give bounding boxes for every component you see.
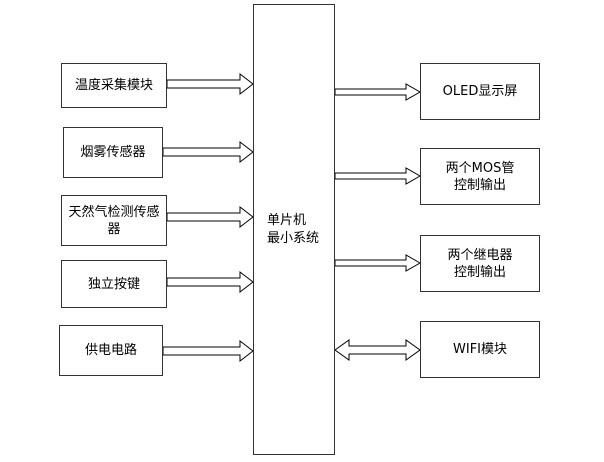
mos-output-label: 两个MOS管 控制输出 <box>445 160 515 193</box>
smoke-sensor-box: 烟雾传感器 <box>63 127 163 178</box>
power-circuit-label: 供电电路 <box>84 343 137 358</box>
arrow-smoke-to-mcu <box>162 140 254 164</box>
arrow-mcu-to-oled <box>334 83 422 101</box>
mcu-label: 单片机 最小系统 <box>267 212 320 246</box>
power-circuit-box: 供电电路 <box>59 325 163 376</box>
arrow-mcu-to-relay <box>334 254 422 272</box>
mcu-minimum-system-box: 单片机 最小系统 <box>253 4 335 455</box>
wifi-module-label: WIFI模块 <box>453 342 507 357</box>
arrow-key-to-mcu <box>166 270 254 294</box>
gas-sensor-box: 天然气检测传感 器 <box>61 195 167 246</box>
smoke-sensor-label: 烟雾传感器 <box>80 145 146 160</box>
arrow-gas-to-mcu <box>166 205 254 229</box>
relay-output-box: 两个继电器 控制输出 <box>420 235 540 292</box>
arrow-mcu-to-mos <box>334 167 422 185</box>
temperature-module-box: 温度采集模块 <box>61 63 167 108</box>
independent-key-box: 独立按键 <box>61 260 167 308</box>
temperature-module-label: 温度采集模块 <box>74 78 153 93</box>
gas-sensor-label: 天然气检测传感 器 <box>68 204 160 237</box>
arrow-temperature-to-mcu <box>166 72 254 96</box>
arrow-mcu-wifi-bidirectional <box>334 339 421 361</box>
wifi-module-box: WIFI模块 <box>420 321 540 378</box>
arrow-power-to-mcu <box>162 339 254 363</box>
oled-display-label: OLED显示屏 <box>442 84 518 99</box>
relay-output-label: 两个继电器 控制输出 <box>447 247 513 280</box>
oled-display-box: OLED显示屏 <box>420 63 540 120</box>
independent-key-label: 独立按键 <box>87 276 140 292</box>
mos-output-box: 两个MOS管 控制输出 <box>420 148 540 205</box>
